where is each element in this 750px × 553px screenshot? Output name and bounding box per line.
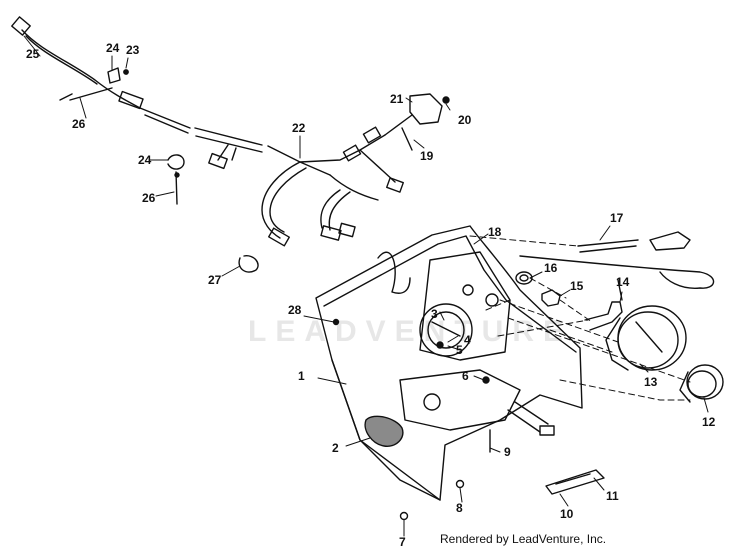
wiring-harness [11, 16, 404, 247]
callout-19: 19 [420, 149, 434, 163]
callout-20: 20 [458, 113, 472, 127]
fasteners-7-8 [399, 479, 465, 521]
dash-panel [315, 225, 583, 501]
callout-16: 16 [544, 261, 558, 275]
callout-3: 3 [431, 307, 438, 321]
switch-21 [384, 93, 450, 151]
gauge-12 [679, 364, 724, 403]
gauge-13 [605, 305, 687, 371]
callout-15: 15 [570, 279, 584, 293]
callout-4: 4 [464, 333, 471, 347]
callout-9: 9 [504, 445, 511, 459]
callout-7: 7 [399, 535, 406, 549]
small-parts [59, 67, 259, 273]
callout-24-top: 24 [106, 41, 120, 55]
footer-credit: Rendered by LeadVenture, Inc. [440, 532, 607, 546]
callout-27: 27 [208, 273, 222, 287]
callout-6: 6 [462, 369, 469, 383]
callout-21: 21 [390, 92, 404, 106]
callout-24-lower: 24 [138, 153, 152, 167]
callout-28: 28 [288, 303, 302, 317]
callout-12: 12 [702, 415, 716, 429]
callout-26-lower: 26 [142, 191, 156, 205]
callout-23: 23 [126, 43, 140, 57]
callout-1: 1 [298, 369, 305, 383]
callout-5: 5 [456, 343, 463, 357]
watermark: LEADVENTURE [248, 315, 573, 348]
dashed-leaders [469, 235, 691, 401]
plate-10-11 [545, 469, 605, 495]
callout-25: 25 [26, 47, 40, 61]
callout-17: 17 [610, 211, 624, 225]
callout-2: 2 [332, 441, 339, 455]
callout-14: 14 [616, 275, 630, 289]
callout-8: 8 [456, 501, 463, 515]
parts-15-16 [515, 271, 561, 307]
callout-26-top: 26 [72, 117, 86, 131]
callout-13: 13 [644, 375, 658, 389]
callout-leaders [23, 35, 709, 537]
callout-22: 22 [292, 121, 306, 135]
callout-labels: 1 2 3 4 5 6 7 8 9 10 11 12 13 14 15 16 1… [26, 41, 716, 549]
callout-10: 10 [560, 507, 574, 521]
callout-11: 11 [606, 489, 619, 503]
callout-18: 18 [488, 225, 502, 239]
